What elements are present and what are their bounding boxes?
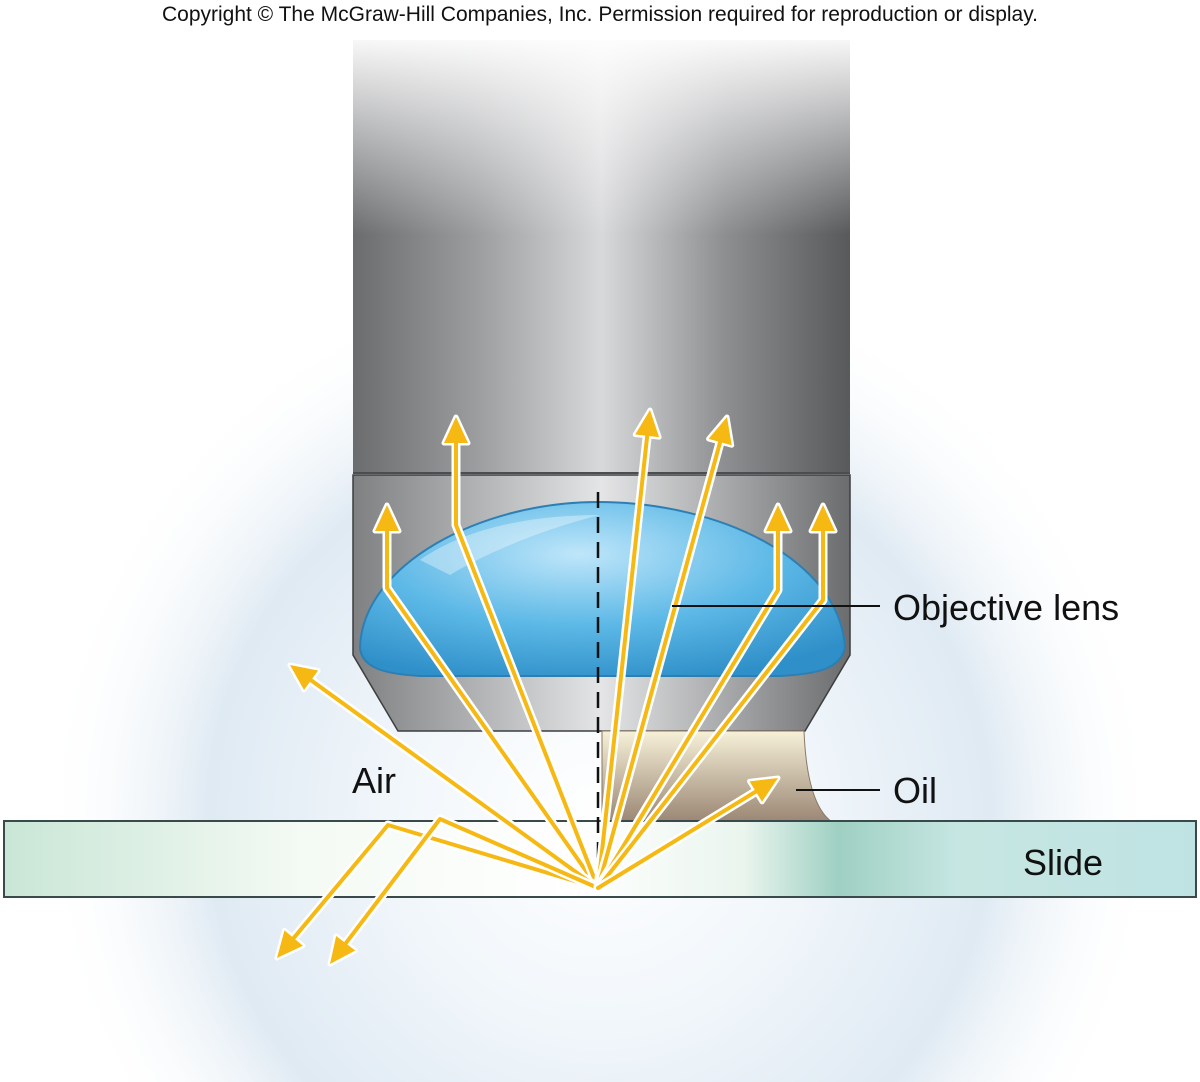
slide-label: Slide bbox=[1023, 842, 1103, 883]
ray-air-refracted-left-far bbox=[372, 502, 603, 893]
ray-oil-center-left bbox=[593, 407, 662, 893]
air-label: Air bbox=[352, 760, 396, 801]
ray-oil-reflected-right bbox=[593, 775, 781, 893]
oil-label: Oil bbox=[893, 770, 937, 811]
ray-oil-right-1 bbox=[593, 502, 793, 893]
objective-lens bbox=[358, 500, 847, 677]
objective-lens-label: Objective lens bbox=[893, 587, 1119, 628]
ray-oil-center-right bbox=[593, 414, 735, 893]
ray-air-reflected-left-1 bbox=[274, 820, 603, 961]
light-rays bbox=[274, 407, 838, 967]
ray-air-refracted-left-near bbox=[441, 414, 603, 893]
ray-air-reflected-left-2 bbox=[327, 814, 603, 967]
ray-air-lost-upper-left bbox=[287, 662, 603, 893]
copyright-notice: Copyright © The McGraw-Hill Companies, I… bbox=[162, 3, 1038, 26]
ray-oil-right-2 bbox=[593, 502, 838, 893]
